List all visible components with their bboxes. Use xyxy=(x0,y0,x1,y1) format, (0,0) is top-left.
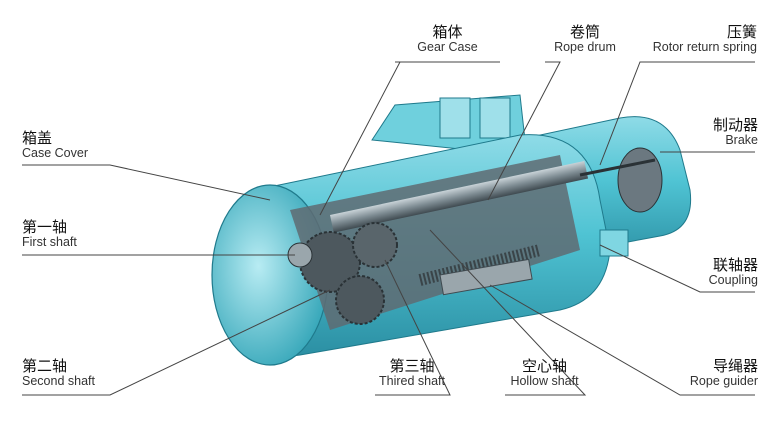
leader-second-shaft xyxy=(22,289,331,396)
label-second-shaft: 第二轴 Second shaft xyxy=(22,358,95,388)
label-first-shaft: 第一轴 First shaft xyxy=(22,219,77,249)
case-cover-en: Case Cover xyxy=(22,145,88,160)
label-case-cover: 箱盖 Case Cover xyxy=(22,130,88,160)
label-rope-drum: 卷筒 Rope drum xyxy=(540,24,630,54)
label-hollow-shaft: 空心轴 Hollow shaft xyxy=(502,358,587,388)
second-shaft-en: Second shaft xyxy=(22,373,95,388)
label-gear-case: 箱体 Gear Case xyxy=(395,24,500,54)
label-coupling: 联轴器 Coupling xyxy=(680,257,758,287)
case-cover-zh: 箱盖 xyxy=(22,129,53,147)
gear-case-en: Gear Case xyxy=(417,39,478,54)
rope-drum-en: Rope drum xyxy=(554,39,616,54)
rotor-spring-en: Rotor return spring xyxy=(652,39,757,54)
leader-hollow-shaft xyxy=(429,229,587,396)
rope-guider-zh: 导绳器 xyxy=(712,357,758,375)
leader-gear-case xyxy=(319,61,500,216)
leader-rope-drum xyxy=(487,61,561,201)
coupling-en: Coupling xyxy=(708,272,758,287)
first-shaft-zh: 第一轴 xyxy=(22,218,68,236)
third-shaft-zh: 第三轴 xyxy=(389,357,435,375)
rope-guider-en: Rope guider xyxy=(689,373,758,388)
hollow-shaft-en: Hollow shaft xyxy=(510,373,579,388)
coupling-zh: 联轴器 xyxy=(712,256,758,274)
label-third-shaft: 第三轴 Thired shaft xyxy=(372,358,452,388)
leader-coupling xyxy=(599,244,755,293)
gear-case-zh: 箱体 xyxy=(432,23,463,41)
brake-zh: 制动器 xyxy=(712,116,758,134)
rotor-spring-zh: 压簧 xyxy=(726,23,757,41)
label-rope-guider: 导绳器 Rope guider xyxy=(672,358,758,388)
leader-third-shaft xyxy=(375,259,451,396)
hoist-body xyxy=(211,94,692,366)
third-shaft-en: Thired shaft xyxy=(378,373,445,388)
hollow-shaft-zh: 空心轴 xyxy=(521,357,567,375)
rope-drum-zh: 卷筒 xyxy=(569,23,600,41)
first-shaft-en: First shaft xyxy=(22,234,77,249)
leader-rotor-spring xyxy=(599,61,755,166)
label-rotor-return-spring: 压簧 Rotor return spring xyxy=(635,24,757,54)
second-shaft-zh: 第二轴 xyxy=(22,357,68,375)
label-brake: 制动器 Brake xyxy=(680,117,758,147)
brake-en: Brake xyxy=(725,132,758,147)
leader-rope-guider xyxy=(489,284,755,396)
leader-case-cover xyxy=(22,164,271,201)
leader-lines xyxy=(22,61,755,396)
